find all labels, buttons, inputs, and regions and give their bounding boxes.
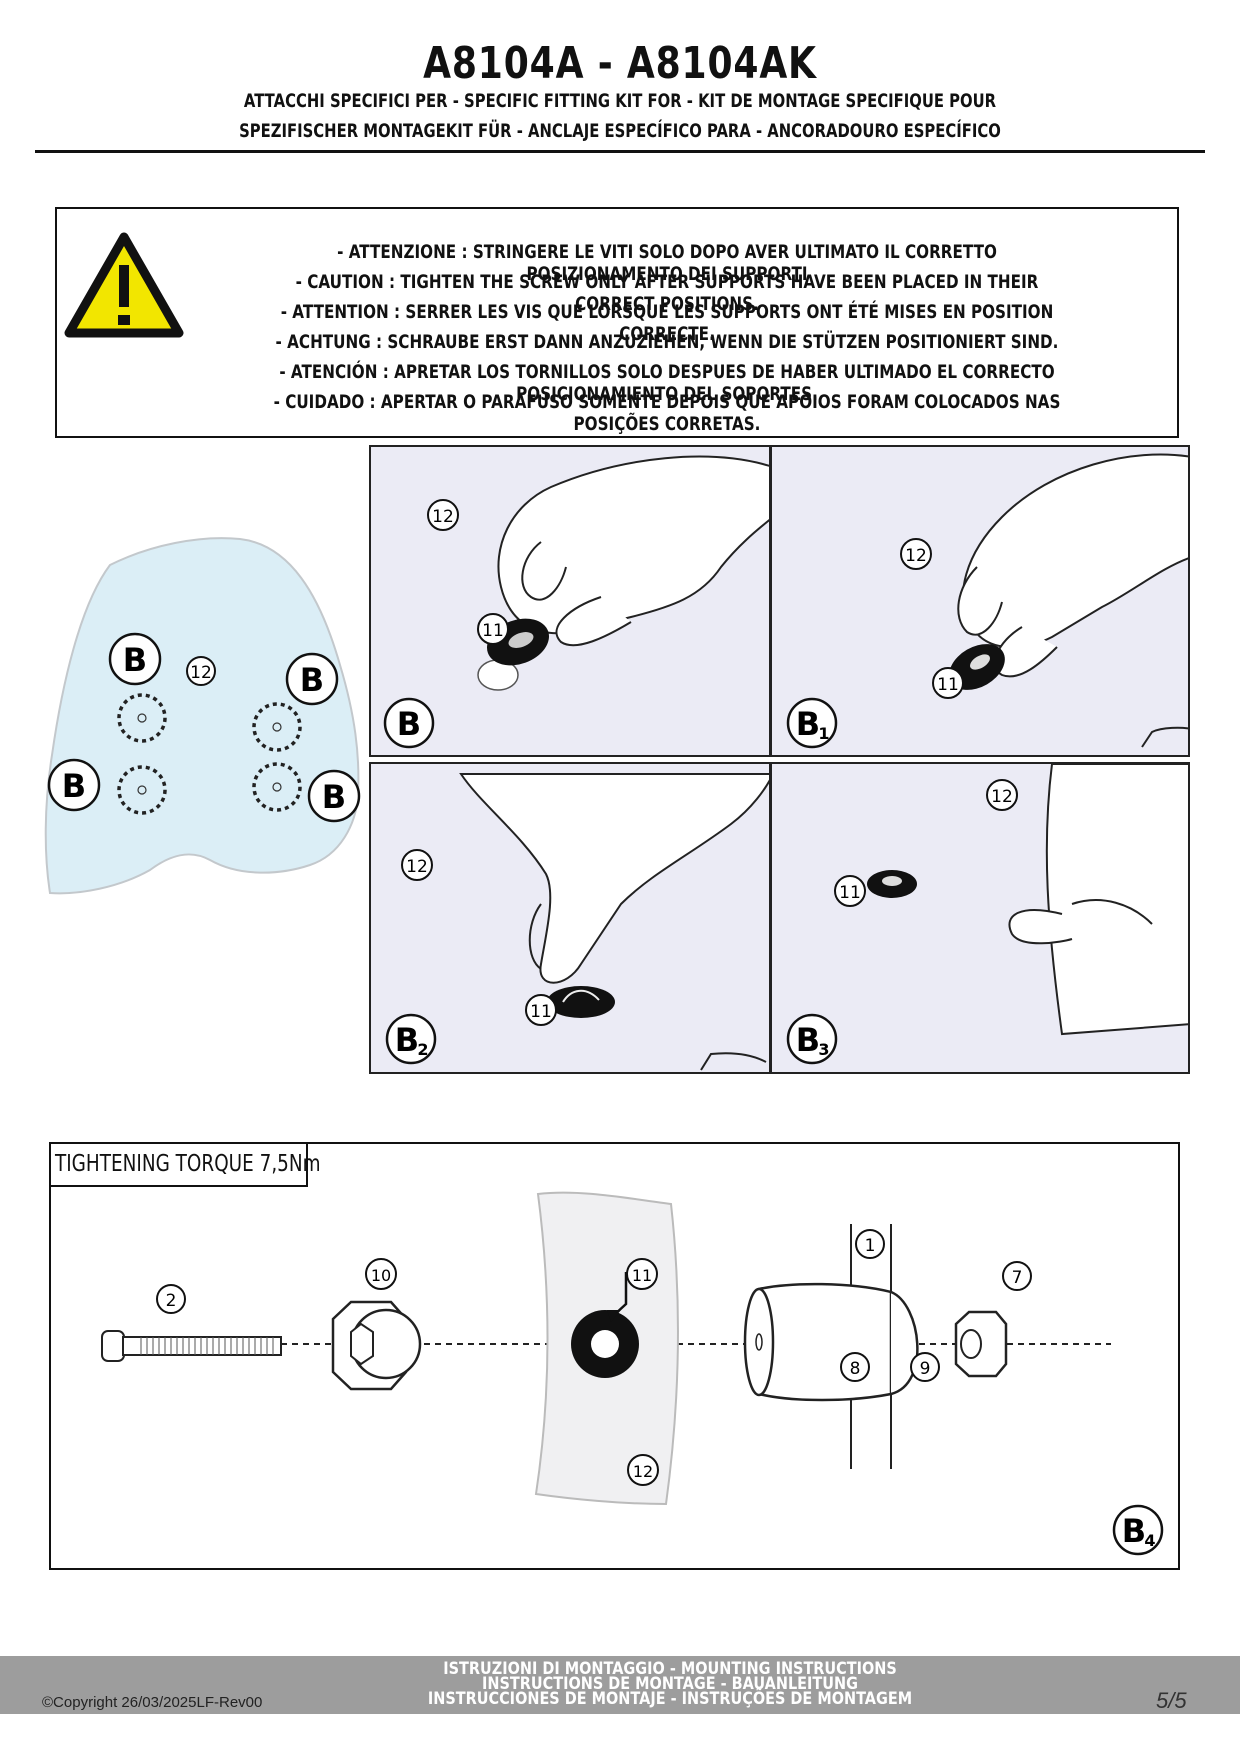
- svg-text:12: 12: [905, 546, 927, 566]
- svg-text:12: 12: [633, 1462, 653, 1481]
- part-9-label: 9: [910, 1352, 940, 1382]
- part-12-label: 12: [627, 1454, 659, 1486]
- svg-text:10: 10: [371, 1266, 391, 1285]
- part-8-label: 8: [840, 1352, 870, 1382]
- torque-label: TIGHTENING TORQUE 7,5Nm: [51, 1144, 321, 1187]
- hand-illustration: [949, 453, 1188, 748]
- svg-text:11: 11: [839, 883, 861, 903]
- subtitle-line-2: SPEZIFISCHER MONTAGEKIT FÜR - ANCLAJE ES…: [239, 120, 1001, 142]
- header-rule: [35, 150, 1205, 153]
- warning-line-it: - ATTENZIONE : STRINGERE LE VITI SOLO DO…: [337, 241, 997, 285]
- copyright: ©Copyright 26/03/2025LF-Rev00: [42, 1694, 263, 1711]
- bar-part-1: [850, 1224, 892, 1469]
- step-label-b1: B1: [786, 697, 838, 749]
- svg-text:B: B: [796, 1021, 820, 1059]
- warning-box: - ATTENZIONE : STRINGERE LE VITI SOLO DO…: [55, 207, 1179, 438]
- svg-text:11: 11: [530, 1002, 552, 1022]
- footer-line-1: ISTRUZIONI DI MONTAGGIO - MOUNTING INSTR…: [443, 1659, 897, 1679]
- step-label-b4: B4: [1112, 1504, 1164, 1556]
- part-12-label: 12: [900, 538, 932, 570]
- part-2-label: 2: [156, 1284, 186, 1314]
- part-11-label: 11: [932, 667, 964, 699]
- svg-text:B: B: [397, 705, 421, 743]
- windscreen-overview: B B B B 12: [44, 537, 361, 895]
- warning-line-pt: - CUIDADO : APERTAR O PARAFUSO SOMENTE D…: [273, 391, 1061, 435]
- mount-hole: [252, 702, 302, 752]
- svg-text:8: 8: [850, 1359, 861, 1379]
- footer-bar: ISTRUZIONI DI MONTAGGIO - MOUNTING INSTR…: [0, 1656, 1240, 1714]
- svg-text:3: 3: [818, 1040, 829, 1059]
- rubber-washer-part-11: [571, 1272, 639, 1378]
- part-12-label: 12: [401, 849, 433, 881]
- mount-hole: [117, 693, 167, 743]
- svg-text:12: 12: [406, 857, 428, 877]
- windscreen-shape: [44, 537, 360, 895]
- label-b-text: B: [123, 641, 147, 679]
- document-title: A8104A - A8104AK: [423, 38, 817, 89]
- warning-line-en: - CAUTION : TIGHTEN THE SCREW ONLY AFTER…: [295, 271, 1039, 315]
- svg-text:11: 11: [482, 621, 504, 641]
- assembly-diagram-box: TIGHTENING TORQUE 7,5Nm: [49, 1142, 1180, 1570]
- mount-hole: [252, 762, 302, 812]
- svg-text:11: 11: [632, 1266, 652, 1285]
- svg-text:B: B: [395, 1021, 419, 1059]
- spacer-part-10: [331, 1300, 422, 1391]
- part-12-label: 12: [186, 656, 216, 686]
- warning-line-fr: - ATTENTION : SERRER LES VIS QUE LORSQUE…: [280, 301, 1054, 345]
- part-11-label: 11: [525, 994, 557, 1026]
- label-b-circle: B: [307, 769, 361, 823]
- bolt-part-2: [101, 1330, 282, 1362]
- svg-text:B: B: [796, 705, 820, 743]
- nut-part-7: [954, 1310, 1008, 1378]
- subtitle-line-1: ATTACCHI SPECIFICI PER - SPECIFIC FITTIN…: [243, 90, 997, 112]
- label-b-text: B: [62, 767, 86, 805]
- footer-line-3: INSTRUCCIONES DE MONTAJE - INSTRUÇÕES DE…: [427, 1689, 913, 1709]
- part-12-label: 12: [986, 779, 1018, 811]
- svg-text:11: 11: [937, 675, 959, 695]
- warning-line-es: - ATENCIÓN : APRETAR LOS TORNILLOS SOLO …: [279, 361, 1055, 405]
- clamp-part-9: [890, 1290, 919, 1396]
- svg-text:9: 9: [920, 1359, 931, 1379]
- page-number: 5/5: [1156, 1688, 1187, 1713]
- hand-illustration: [867, 764, 1188, 1036]
- part-12-label: 12: [427, 499, 459, 531]
- warning-line-de: - ACHTUNG : SCHRAUBE ERST DANN ANZUZIEHE…: [275, 331, 1059, 353]
- svg-text:1: 1: [865, 1236, 876, 1256]
- label-b-circle: B: [108, 632, 162, 686]
- warning-triangle-icon: [64, 232, 184, 338]
- part-1-label: 1: [855, 1229, 885, 1259]
- svg-text:2: 2: [166, 1291, 177, 1311]
- svg-text:B: B: [1122, 1512, 1146, 1550]
- svg-text:7: 7: [1012, 1268, 1023, 1288]
- label-b-text: B: [322, 778, 346, 816]
- mount-hole: [117, 765, 167, 815]
- svg-text:2: 2: [417, 1040, 428, 1059]
- step-label-b: B: [383, 697, 435, 749]
- svg-text:4: 4: [1144, 1531, 1155, 1550]
- svg-text:12: 12: [432, 507, 454, 527]
- part-11-label: 11: [834, 875, 866, 907]
- svg-text:12: 12: [991, 787, 1013, 807]
- part-11-label: 11: [477, 613, 509, 645]
- part-10-label: 10: [365, 1258, 397, 1290]
- label-b-circle: B: [285, 652, 339, 706]
- label-b-text: B: [300, 661, 324, 699]
- part-11-label: 11: [626, 1258, 658, 1290]
- step-label-b2: B2: [385, 1013, 437, 1065]
- exploded-assembly: 2 10 11 1 8 9 7 12 B4: [101, 1191, 1164, 1556]
- svg-text:1: 1: [818, 724, 829, 743]
- footer-line-2: INSTRUCTIONS DE MONTAGE - BAUANLEITUNG: [482, 1674, 858, 1694]
- svg-text:12: 12: [190, 663, 212, 683]
- clamp-part-8: [743, 1282, 919, 1402]
- part-7-label: 7: [1002, 1261, 1032, 1291]
- step-panel-b: 12 11 B: [369, 445, 771, 757]
- label-b-circle: B: [47, 758, 101, 812]
- step-label-b3: B3: [786, 1013, 838, 1065]
- hand-illustration: [459, 773, 769, 1071]
